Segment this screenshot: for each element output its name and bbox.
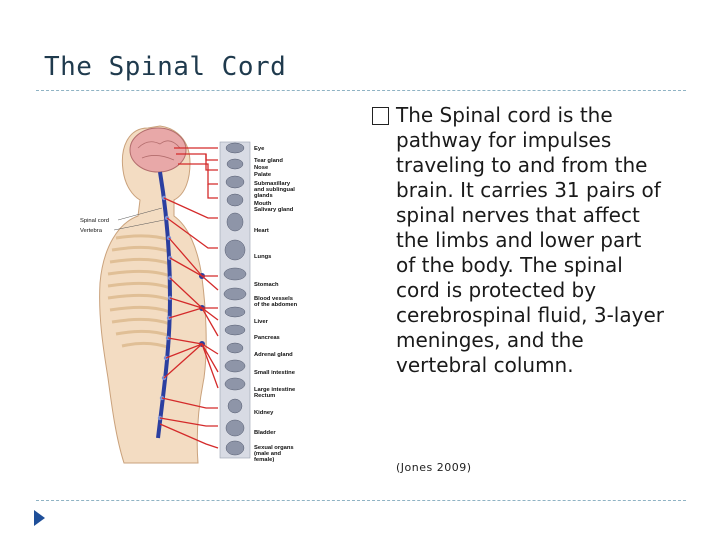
label-mouth: Mouth — [254, 201, 272, 207]
brain — [129, 127, 187, 173]
label-lungs: Lungs — [254, 254, 271, 260]
label-sexual-organs: Sexual organs — [254, 445, 294, 451]
next-slide-arrow-icon[interactable] — [34, 510, 45, 526]
label-stomach: Stomach — [254, 282, 279, 288]
label-palate: Palate — [254, 172, 272, 178]
label-tear-gland: Tear gland — [254, 158, 283, 164]
body-paragraph: The Spinal cord is the pathway for impul… — [396, 103, 696, 378]
label-submaxillary: Submaxillary — [254, 181, 291, 187]
body-line: traveling to and from the — [396, 153, 648, 177]
nervous-system-illustration: Spinal cord Vertebra Eye Tear gland Nose… — [80, 125, 298, 464]
nerve-lines — [159, 147, 219, 449]
label-blood-vessels: Blood vessels — [254, 296, 293, 302]
label-salivary-gland: Salivary gland — [254, 207, 294, 213]
label-heart: Heart — [254, 228, 269, 234]
label-sublingual: and sublingual — [254, 187, 295, 193]
body-line: cerebrospinal fluid, 3-layer — [396, 303, 664, 327]
label-rectum: Rectum — [254, 393, 275, 399]
body-line: pathway for impulses — [396, 128, 612, 152]
body-line-1: The Spinal cord is the — [396, 103, 613, 127]
spinal-nerve-diagram: Spinal cord Vertebra Eye Tear gland Nose… — [78, 108, 318, 468]
label-nose: Nose — [254, 165, 269, 171]
label-female: female) — [254, 457, 274, 463]
body-line: cord is protected by — [396, 278, 597, 302]
body-line: meninges, and the — [396, 328, 584, 352]
slide-title: The Spinal Cord — [44, 52, 287, 82]
citation: (Jones 2009) — [396, 461, 472, 474]
label-bladder: Bladder — [254, 430, 276, 436]
label-abdomen: of the abdomen — [254, 302, 298, 308]
label-adrenal-gland: Adrenal gland — [254, 352, 293, 358]
label-liver: Liver — [254, 319, 269, 325]
label-large-intestine: Large intestine — [254, 387, 296, 393]
body-line: vertebral column. — [396, 353, 574, 377]
label-vertebra: Vertebra — [80, 228, 103, 234]
body-line: the limbs and lower part — [396, 228, 642, 252]
label-small-intestine: Small intestine — [254, 370, 296, 376]
body-line: brain. It carries 31 pairs of — [396, 178, 661, 202]
label-spinal-cord: Spinal cord — [80, 218, 109, 224]
bottom-divider — [36, 500, 686, 501]
body-line: of the body. The spinal — [396, 253, 623, 277]
top-divider — [36, 90, 686, 91]
label-pancreas: Pancreas — [254, 335, 280, 341]
body-line: spinal nerves that affect — [396, 203, 640, 227]
bullet-icon — [372, 107, 389, 125]
label-kidney: Kidney — [254, 410, 274, 416]
body-silhouette — [99, 125, 207, 464]
label-eye: Eye — [254, 146, 265, 152]
label-glands: glands — [254, 193, 273, 199]
label-male-and: (male and — [254, 451, 282, 457]
